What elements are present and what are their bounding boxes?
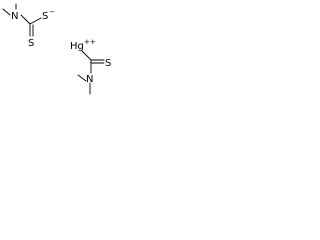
mercury-dimethyldithiocarbamate-structure: N S − S Hg ++ S N xyxy=(2,3,111,95)
charge-s1: − xyxy=(49,8,55,16)
atom-n1: N xyxy=(11,11,18,22)
atom-s1-double: S xyxy=(28,38,34,49)
dithiocarbamate-anion-1: N S − S xyxy=(2,3,55,49)
bond-hg-c2 xyxy=(81,50,92,61)
atom-s1-single: S xyxy=(42,11,48,22)
structure-canvas: N S − S Hg ++ S N xyxy=(0,0,116,106)
bond-n2-methyl3 xyxy=(77,74,87,82)
atom-s2-double: S xyxy=(105,58,111,69)
bond-n1-c1 xyxy=(20,14,31,25)
bond-c1-s1 xyxy=(29,17,42,25)
bond-methyl1-n1 xyxy=(2,8,11,16)
atom-hg: Hg xyxy=(70,41,84,52)
mercury-cation: Hg ++ xyxy=(70,38,96,52)
atom-n2: N xyxy=(86,74,93,85)
charge-hg: ++ xyxy=(84,38,96,46)
dithiocarbamate-anion-2: S N xyxy=(77,50,111,95)
